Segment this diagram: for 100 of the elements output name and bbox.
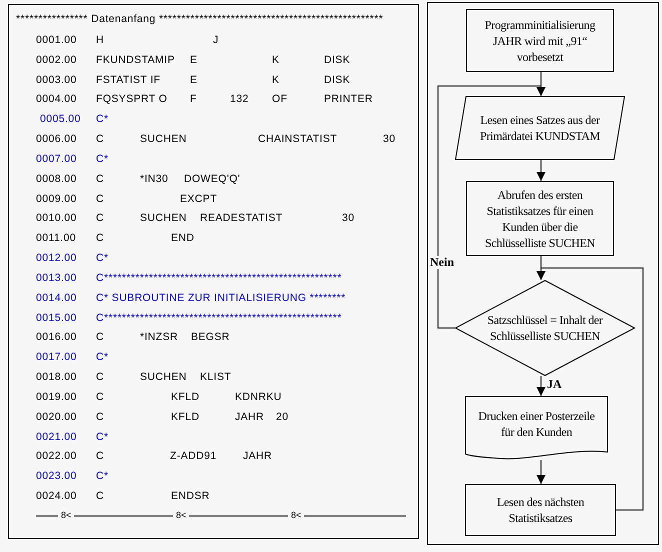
line-number: 0008.00 [36,172,77,186]
code-comment: C* [96,152,108,166]
code-text: DOWEQ'Q' [184,172,240,186]
line-number: 0005.00 [40,113,81,126]
decision-diamond [455,280,635,376]
code-text: C [96,410,104,424]
code-text: END [171,232,194,246]
code-text: 132 [230,93,249,106]
code-text: C [96,490,104,504]
arrow [536,160,546,182]
node-text: Programminitialisierung JAHR wird mit „91“ vorbesetzt [484,16,596,64]
line-number: 0020.00 [36,410,77,424]
code-text: ENDSR [171,490,210,504]
code-text: C [96,133,104,146]
code-text: FQSYSPRT O [96,93,168,106]
code-text: *IN30 [140,172,168,186]
code-text: JAHR [243,450,272,464]
node-text: Lesen eines Satzes aus der Primärdatei KUNDSTAM [478,112,602,144]
code-comment: C***************************************************** [96,312,342,325]
line-number: 0015.00 [36,312,77,325]
code-comment: C* SUBROUTINE ZUR INITIALISIERUNG ******** [96,292,346,305]
line-number: 0002.00 [36,54,77,67]
code-text: EXCPT [180,192,218,206]
node-text: Drucken einer Posterzeile für den Kunden [477,408,596,440]
code-text: 30 [383,133,396,146]
code-text: KFLD [171,390,200,404]
code-text: KLIST [200,371,232,384]
code-text: BEGSR [191,331,230,344]
code-text: K [272,54,280,67]
code-text: JAHR [235,410,264,424]
input-parallelogram [455,96,625,160]
code-text: DISK [324,74,350,87]
line-number: 0012.00 [36,252,77,266]
code-text: C [96,450,104,464]
code-text: KFLD [171,410,200,424]
arrow [438,86,546,328]
arrow [536,376,546,396]
line-number: 0019.00 [36,390,77,404]
node-text: Satzschlüssel = Inhalt der Schlüsselliste SUCHEN [486,312,604,344]
line-number: 0001.00 [36,34,77,47]
code-text: READESTATIST [200,212,283,226]
scissor-mark: 8< [176,509,186,522]
code-text: C [96,371,104,384]
code-text: PRINTER [324,93,373,106]
code-text: C [96,331,104,344]
edge-label: JA [546,378,563,391]
code-comment: C***************************************************** [96,272,342,285]
line-number: 0011.00 [36,232,76,246]
code-text: 20 [276,410,288,424]
code-text: SUCHEN [140,133,187,146]
line-number: 0017.00 [36,351,77,364]
line-number: 0003.00 [36,74,77,87]
code-comment: C* [96,470,108,484]
node-text: Lesen des nächsten Statistiksatzes [496,494,586,526]
code-text: C [96,232,104,246]
code-text: Z-ADD91 [170,450,217,464]
line-number: 0018.00 [36,371,77,384]
line-number: 0013.00 [36,272,77,285]
process-box [465,484,616,536]
code-text: KDNRKU [235,390,282,404]
code-text: C [96,192,104,206]
line-number: 0023.00 [36,470,77,484]
line-number: 0024.00 [36,490,77,504]
code-text: DISK [324,54,350,67]
arrow [536,268,644,510]
edge-label: Nein [429,256,455,269]
code-text: C [96,390,104,404]
code-text: CHAINSTATIST [258,133,338,146]
code-text: E [190,74,198,87]
node-text: Abrufen des ersten Statistiksatzes für einen Kunden über die Schlüsselliste SUCHEN [484,186,596,250]
code-comment: C* [96,113,108,126]
code-text: F [190,93,197,106]
line-number: 0014.00 [36,292,77,305]
code-comment: C* [96,430,108,444]
scissor-mark: 8< [291,509,302,522]
listing-header: **************** Datenanfang ************************************************** [16,13,384,26]
code-text: E [190,54,198,67]
code-text: OF [272,93,288,106]
line-number: 0022.00 [36,450,77,464]
line-number: 0007.00 [36,152,77,166]
code-comment: C* [96,252,108,266]
line-number: 0016.00 [36,331,77,344]
line-number: 0021.00 [36,430,77,444]
process-box [466,9,614,72]
code-text: *INZSR [140,331,178,344]
code-text: FSTATIST IF [96,74,160,87]
arrow [536,460,546,484]
process-box [466,181,614,256]
line-number: 0004.00 [36,93,77,106]
line-number: 0006.00 [36,133,77,146]
code-text: SUCHEN [140,212,187,226]
code-text: FKUNDSTAMIP [96,54,175,67]
code-text: J [213,34,219,47]
document-shape [465,396,608,460]
code-text: SUCHEN [140,371,187,384]
code-text: 30 [342,212,354,226]
line-number: 0009.00 [36,192,77,206]
code-text: H [96,34,104,47]
code-comment: C* [96,351,108,364]
scissor-mark: 8< [61,509,72,522]
